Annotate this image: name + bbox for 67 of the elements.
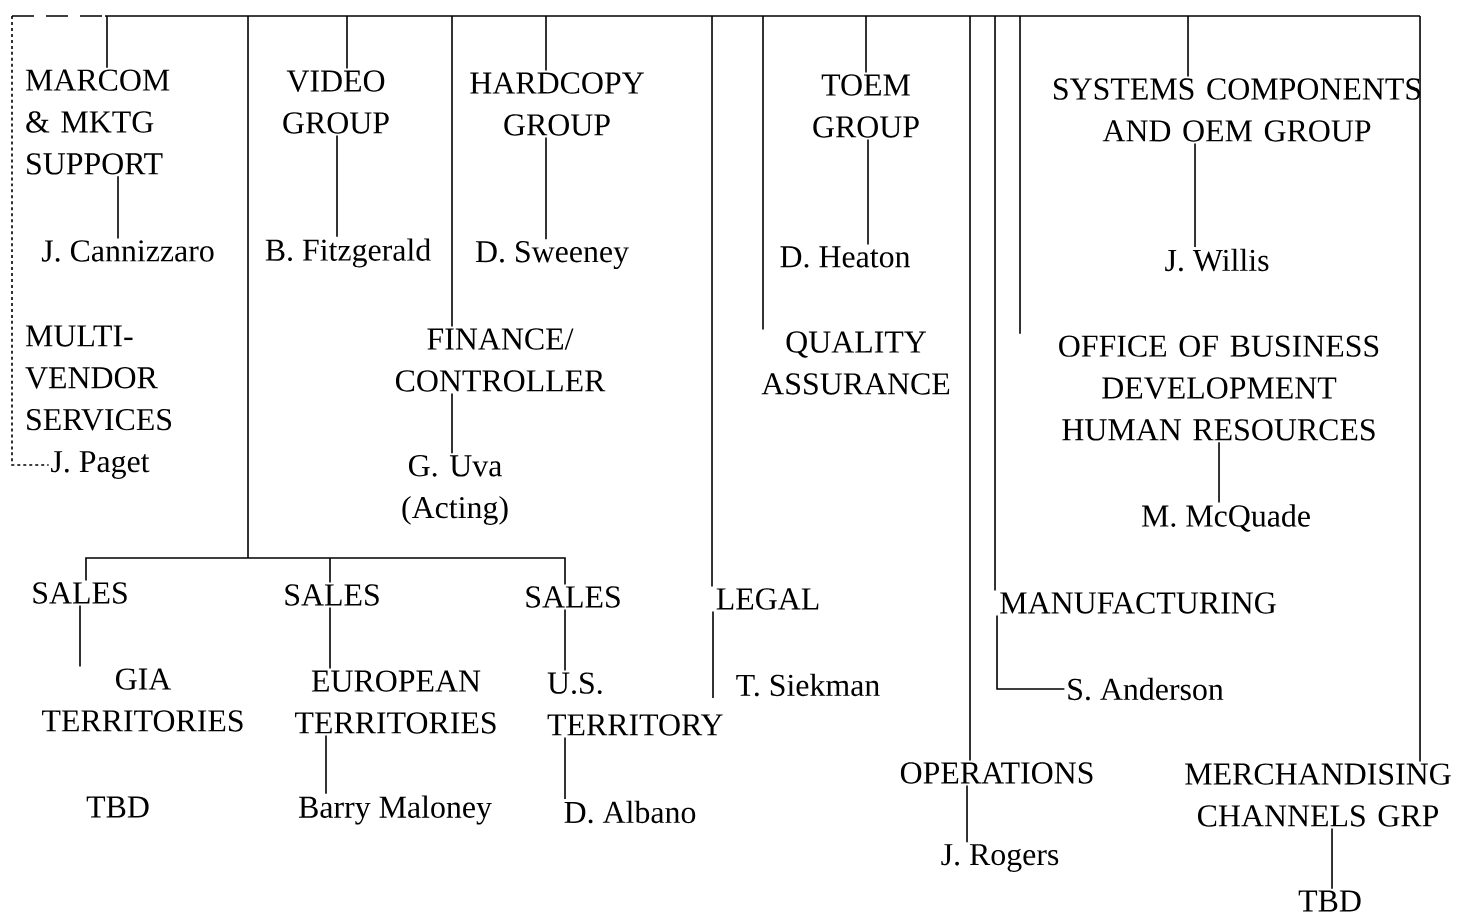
unit-label: U.S. TERRITORY <box>547 672 723 736</box>
connector-line <box>329 557 566 586</box>
person-name: TBD <box>86 796 149 818</box>
connector-line <box>994 15 996 592</box>
connector-line <box>564 608 566 672</box>
connector-line <box>1019 15 1021 335</box>
unit-label: OFFICE OF BUSINESS DEVELOPMENT HUMAN RESOURCES <box>1059 335 1379 441</box>
unit-label: SALES <box>526 586 620 608</box>
connector-line <box>545 136 547 240</box>
connector-line <box>1331 827 1333 890</box>
connector-line <box>329 557 331 584</box>
unit-label: SALES <box>285 584 379 606</box>
person-name: D. Sweeney <box>475 241 629 269</box>
connector-line <box>966 784 968 844</box>
person-name: G. Uva (Acting) <box>402 455 508 525</box>
connector-line <box>451 392 453 455</box>
person-name: J. Willis <box>1165 248 1269 272</box>
connector-line <box>329 606 331 670</box>
unit-label: HARDCOPY GROUP <box>470 72 644 136</box>
person-name: J. Paget <box>51 451 150 479</box>
connector-line <box>1218 441 1220 504</box>
connector-line <box>79 604 81 668</box>
connector-line <box>1419 15 1421 763</box>
person-name: B. Fitzgerald <box>265 238 431 268</box>
connector-line <box>346 15 348 70</box>
connector-line <box>564 736 566 800</box>
connector-line <box>117 175 119 240</box>
connector-line <box>867 138 869 246</box>
connector-line <box>1194 142 1196 248</box>
unit-label: EUROPEAN TERRITORIES <box>295 670 496 734</box>
connector-line <box>712 610 714 699</box>
unit-label: OPERATIONS <box>900 762 1093 784</box>
connector-line <box>969 15 971 762</box>
unit-label: MARCOM & MKTG SUPPORT <box>25 69 170 175</box>
connector-line <box>1187 15 1189 78</box>
connector-line <box>247 557 331 559</box>
person-name: D. Heaton <box>780 246 911 268</box>
unit-label: QUALITY ASSURANCE <box>761 331 950 395</box>
connector-line <box>996 614 1066 690</box>
unit-label: MERCHANDISING CHANNELS GRP <box>1185 763 1451 827</box>
connector-line <box>451 15 453 328</box>
person-name: J. Rogers <box>941 844 1059 872</box>
connector-line <box>325 734 327 795</box>
connector-line <box>106 15 108 69</box>
unit-label: VIDEO GROUP <box>283 70 389 134</box>
unit-label: LEGAL <box>716 588 819 610</box>
unit-label: MULTI- VENDOR SERVICES <box>25 325 172 431</box>
unit-label: SALES <box>33 582 127 604</box>
person-name: J. Cannizzaro <box>41 240 214 262</box>
connector-line <box>85 557 249 582</box>
connector-line <box>336 134 338 238</box>
person-name: S. Anderson <box>1068 677 1224 701</box>
connector-line <box>247 15 249 559</box>
connector-line <box>545 15 547 72</box>
connector-line <box>11 15 50 466</box>
person-name: D. Albano <box>564 800 696 824</box>
person-name: T. Siekman <box>736 673 880 697</box>
unit-label: GIA TERRITORIES <box>42 668 243 732</box>
connector-line <box>711 15 713 588</box>
connector-line <box>865 15 867 74</box>
unit-label: MANUFACTURING <box>1000 592 1276 614</box>
unit-label: TOEM GROUP <box>813 74 919 138</box>
person-name: TBD <box>1298 890 1361 912</box>
person-name: M. McQuade <box>1141 504 1310 532</box>
unit-label: FINANCE/ CONTROLLER <box>395 328 606 392</box>
person-name: Barry Maloney <box>299 795 492 825</box>
connector-line <box>762 15 764 331</box>
